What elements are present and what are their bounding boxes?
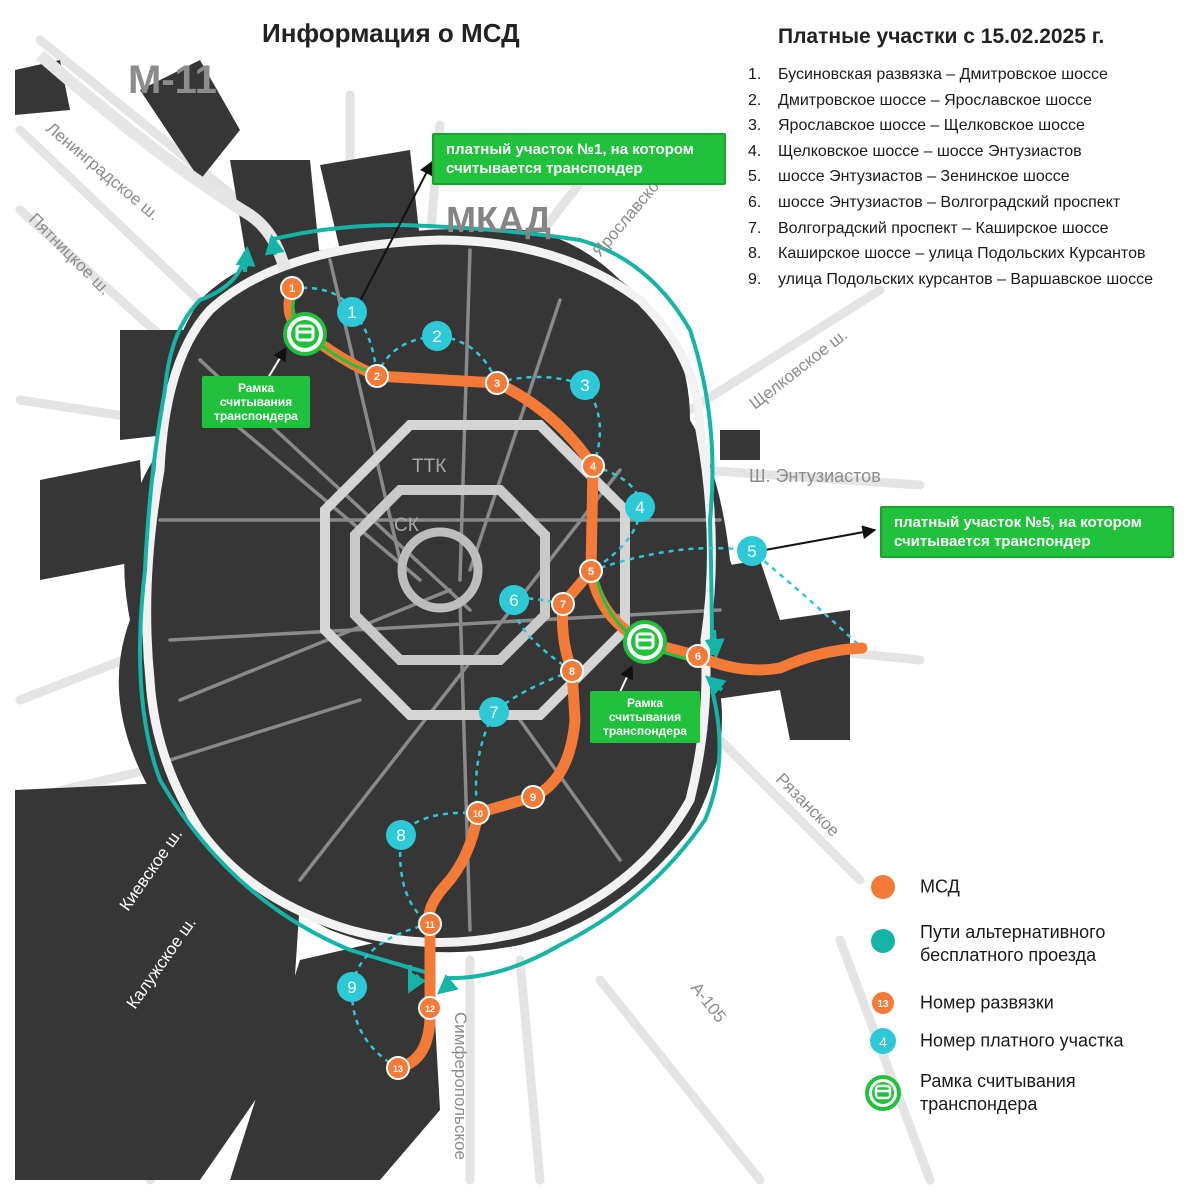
legend-alt-swatch bbox=[871, 929, 895, 953]
toll-section-number: 1 bbox=[347, 303, 356, 322]
list-item: 2.Дмитровское шоссе – Ярославское шоссе bbox=[748, 91, 1093, 109]
interchange-number: 3 bbox=[494, 378, 500, 390]
frame-label-north: Рамка считывания транспондера bbox=[202, 376, 310, 428]
toll-section-marker: 4 bbox=[625, 492, 655, 522]
toll-section-list: 1.Бусиновская развязка – Дмитровское шос… bbox=[748, 62, 1153, 292]
toll-section-marker: 3 bbox=[570, 370, 600, 400]
inner-ring bbox=[397, 527, 483, 613]
interchange-marker: 13 bbox=[386, 1056, 410, 1080]
toll-section-number: 7 bbox=[489, 703, 498, 722]
interchange-number: 8 bbox=[569, 666, 575, 678]
label-mkad: МКАД bbox=[446, 199, 551, 240]
label-ttk: ТТК bbox=[412, 456, 446, 477]
toll-section-marker: 9 bbox=[337, 972, 367, 1002]
toll-section-marker: 8 bbox=[386, 820, 416, 850]
interchange-marker: 1 bbox=[280, 276, 304, 300]
toll-section-marker: 1 bbox=[337, 297, 367, 327]
toll-section-marker: 5 bbox=[737, 536, 767, 566]
interchange-number: 6 bbox=[695, 651, 701, 663]
sk-ring bbox=[350, 485, 550, 665]
ttk-ring bbox=[320, 420, 630, 720]
interchange-number: 4 bbox=[590, 461, 597, 473]
label-m11: М-11 bbox=[128, 58, 217, 102]
alt-route-lines bbox=[138, 222, 722, 990]
interchange-marker: 10 bbox=[466, 801, 490, 825]
toll-section-number: 2 bbox=[432, 327, 441, 346]
toll-section-number: 6 bbox=[509, 591, 518, 610]
toll-section-marker: 2 bbox=[422, 321, 452, 351]
label-a105: А-105 bbox=[687, 979, 730, 1026]
frame-label-arrows bbox=[267, 346, 634, 693]
callout-arrows bbox=[357, 160, 877, 551]
toll-section-number: 9 bbox=[347, 978, 356, 997]
callout-section-5: платный участок №5, на котором считывает… bbox=[880, 506, 1174, 558]
legend-msd-swatch bbox=[871, 875, 895, 899]
legend-section-sample: 4 bbox=[879, 1034, 887, 1050]
list-item: 7.Волгоградский проспект – Каширское шос… bbox=[748, 219, 1109, 237]
page-title: Информация о МСД bbox=[262, 18, 520, 48]
interchange-number: 2 bbox=[374, 371, 380, 383]
list-item: 8.Каширское шоссе – улица Подольских Кур… bbox=[748, 245, 1146, 263]
toll-section-number: 3 bbox=[580, 376, 589, 395]
toll-list-title: Платные участки с 15.02.2025 г. bbox=[778, 25, 1105, 48]
interchange-number: 7 bbox=[560, 599, 566, 611]
list-item: 3.Ярославское шоссе – Щелковское шоссе bbox=[748, 117, 1085, 135]
interchange-marker: 5 bbox=[579, 559, 603, 583]
interchange-marker: 12 bbox=[418, 996, 442, 1020]
toll-section-number: 5 bbox=[747, 542, 756, 561]
interchange-number: 12 bbox=[425, 1004, 435, 1014]
label-simferopolskoe: Симферопольское bbox=[451, 1012, 470, 1160]
list-item: 1.Бусиновская развязка – Дмитровское шос… bbox=[748, 66, 1108, 83]
list-item: 5.шоссе Энтузиастов – Зенинское шоссе bbox=[748, 168, 1070, 186]
interchange-marker: 9 bbox=[521, 785, 545, 809]
interchange-marker: 11 bbox=[418, 912, 442, 936]
interchange-number: 11 bbox=[425, 920, 435, 930]
interchange-marker: 8 bbox=[560, 659, 584, 683]
toll-section-markers: 1 2 3 4 5 6 7 8 9 bbox=[337, 297, 767, 1002]
frame-marker-1 bbox=[283, 312, 327, 356]
callout-section-1: платный участок №1, на котором считывает… bbox=[432, 133, 726, 185]
toll-section-marker: 6 bbox=[499, 585, 529, 615]
interchange-marker: 2 bbox=[365, 364, 389, 388]
interchange-number: 9 bbox=[530, 792, 536, 804]
interchange-marker: 3 bbox=[485, 371, 509, 395]
label-entuziastov: Ш. Энтузиастов bbox=[749, 466, 881, 486]
frame-marker-2 bbox=[623, 620, 667, 664]
label-sk: СК bbox=[394, 515, 419, 536]
legend-junction-swatch bbox=[870, 990, 896, 1016]
legend-icons: 13 4 bbox=[865, 875, 901, 1111]
interchange-number: 1 bbox=[289, 283, 295, 295]
interchange-number: 10 bbox=[473, 809, 483, 819]
legend-junction-sample: 13 bbox=[877, 999, 889, 1010]
interchange-marker: 6 bbox=[686, 644, 710, 668]
alt-route-arrows bbox=[235, 234, 727, 995]
label-pyatnitskoe: Пятницкое ш. bbox=[25, 209, 114, 298]
toll-section-number: 4 bbox=[635, 498, 644, 517]
legend-frame-icon bbox=[865, 1075, 901, 1111]
toll-section-marker: 7 bbox=[479, 697, 509, 727]
interchange-number: 5 bbox=[588, 566, 594, 578]
frame-label-east: Рамка считывания транспондера bbox=[590, 691, 700, 743]
toll-section-number: 8 bbox=[396, 826, 405, 845]
interchange-marker: 7 bbox=[551, 592, 575, 616]
interchange-marker: 4 bbox=[581, 454, 605, 478]
list-item: 4.Щелковское шоссе – шоссе Энтузиастов bbox=[748, 142, 1082, 160]
legend-section-swatch bbox=[870, 1028, 896, 1054]
list-item: 9.улица Подольских курсантов – Варшавско… bbox=[748, 270, 1153, 288]
interchange-number: 13 bbox=[393, 1064, 403, 1074]
list-item: 6.шоссе Энтузиастов – Волгоградский прос… bbox=[748, 193, 1121, 211]
